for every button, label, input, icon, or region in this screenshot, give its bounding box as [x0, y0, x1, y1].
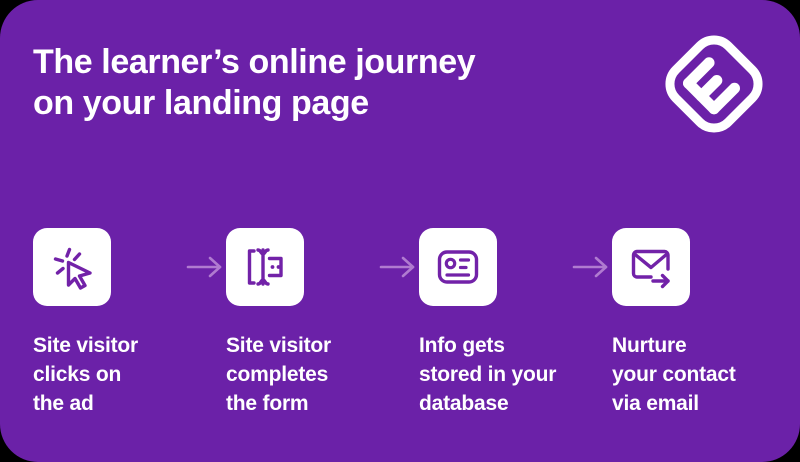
arrow-right-icon [185, 254, 225, 280]
step-4-icon-tile [612, 228, 690, 306]
arrow-right-icon [571, 254, 611, 280]
step-3-caption: Info gets stored in your database [419, 334, 557, 415]
step-2: Site visitor completes the form [226, 228, 376, 419]
step-1: Site visitor clicks on the ad [33, 228, 183, 419]
connector-2 [376, 228, 419, 306]
header: The learner’s online journey on your lan… [33, 42, 767, 152]
page-title: The learner’s online journey on your lan… [33, 43, 476, 123]
step-3: Info gets stored in your database [419, 228, 569, 419]
cursor-click-icon [48, 243, 96, 291]
connector-3 [569, 228, 612, 306]
contact-card-icon [434, 243, 482, 291]
step-2-icon-tile [226, 228, 304, 306]
step-4: Nurture your contact via email [612, 228, 762, 419]
brand-diamond-logo [658, 28, 770, 140]
step-3-icon-tile [419, 228, 497, 306]
form-input-icon [241, 243, 289, 291]
steps-row: Site visitor clicks on the ad [33, 228, 780, 419]
arrow-right-icon [378, 254, 418, 280]
step-1-caption: Site visitor clicks on the ad [33, 334, 138, 415]
connector-1 [183, 228, 226, 306]
step-4-caption: Nurture your contact via email [612, 334, 736, 415]
step-2-caption: Site visitor completes the form [226, 334, 331, 415]
email-forward-icon [627, 243, 675, 291]
step-1-icon-tile [33, 228, 111, 306]
